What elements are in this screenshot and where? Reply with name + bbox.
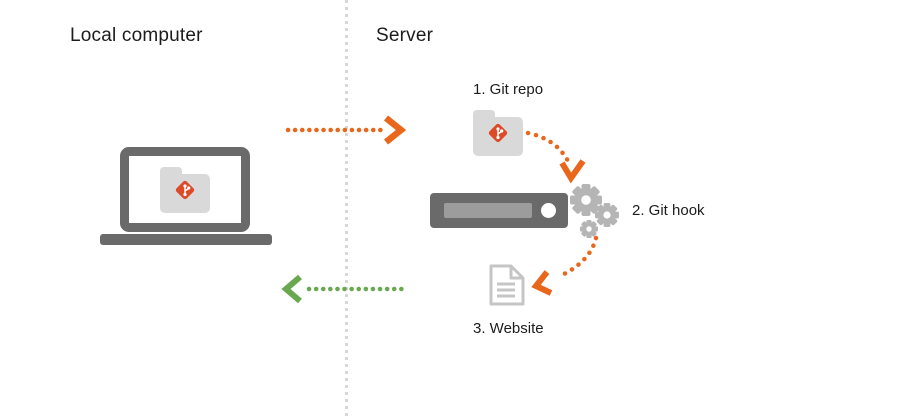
step-git-hook-label: 2. Git hook [632,202,705,219]
server-title: Server [376,25,434,46]
gears-icon [570,184,619,238]
local-computer-title: Local computer [70,25,203,46]
step-git-repo-label: 1. Git repo [473,81,544,98]
website-document-icon [489,264,525,306]
arrow-repo-to-hook [525,130,586,184]
git-logo-icon [488,123,508,143]
git-folder-icon [160,167,210,213]
section-divider [345,0,348,420]
git-repo-folder-icon [473,110,523,156]
arrow-server-to-local [281,274,409,304]
arrow-local-to-server [285,115,407,145]
git-logo-icon [175,180,195,200]
server-led [541,203,556,218]
arrow-hook-to-website [531,235,599,296]
laptop-base [100,234,272,245]
server-slot [444,203,532,218]
laptop-icon [120,147,250,232]
server-rack-icon [430,193,568,228]
step-website-label: 3. Website [473,320,544,337]
